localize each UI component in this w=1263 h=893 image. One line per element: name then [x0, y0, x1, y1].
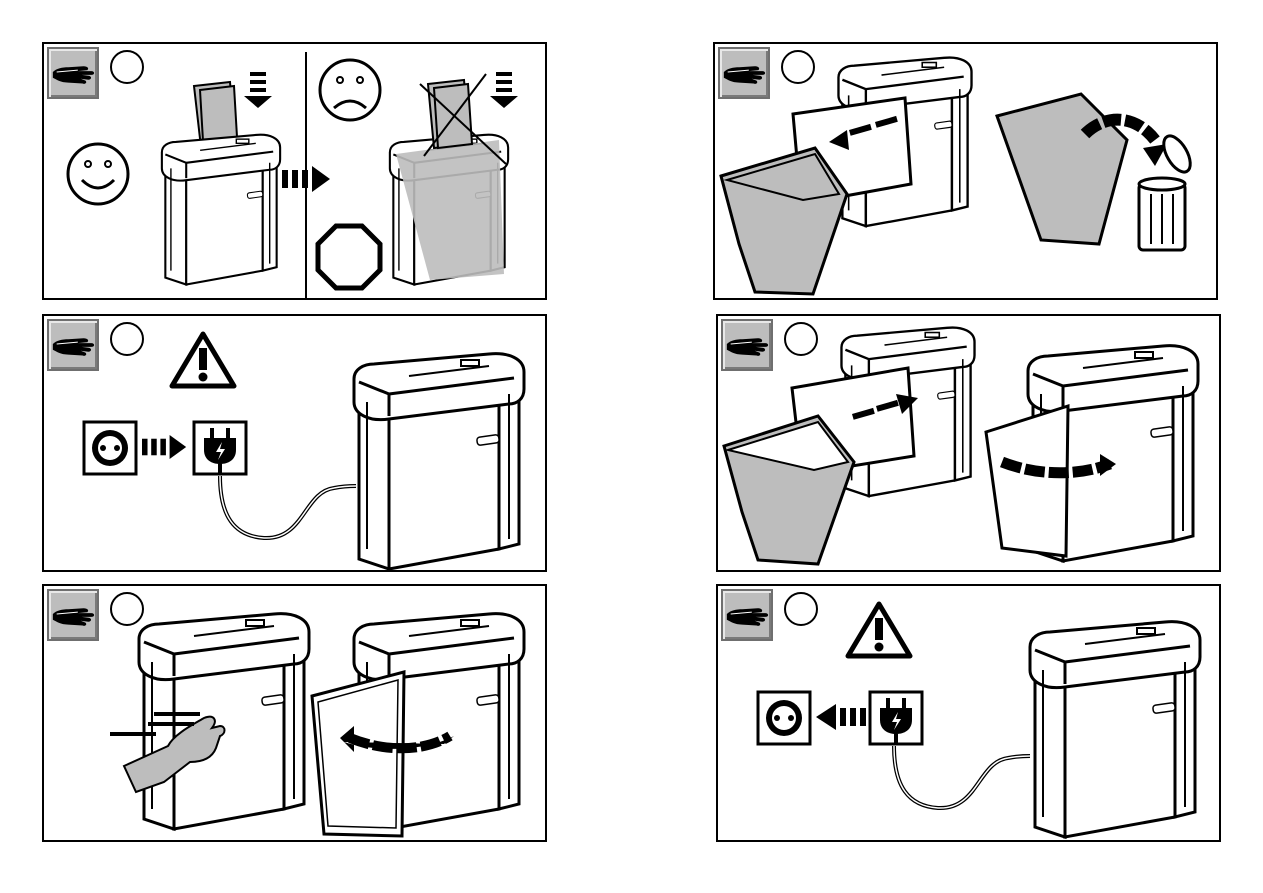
step-panel-3: [42, 584, 547, 842]
power-cord: [894, 746, 1030, 808]
panel-illustration: [44, 44, 547, 300]
warning-triangle-icon: [848, 604, 910, 656]
shredder-icon: [139, 614, 309, 829]
sad-face-icon: [320, 60, 380, 120]
shredder-icon: [162, 135, 280, 285]
arrow-right-icon: [142, 435, 186, 459]
panel-illustration: [44, 316, 547, 572]
power-socket-icon: [84, 422, 136, 474]
step-panel-2: [42, 314, 547, 572]
power-cord: [220, 476, 356, 538]
shredder-icon: [1030, 622, 1200, 837]
stop-octagon-icon: [318, 226, 380, 288]
panel-illustration: [718, 316, 1221, 572]
step-panel-6: [716, 584, 1221, 842]
panel-illustration: [44, 586, 547, 842]
plug-icon: [194, 422, 246, 474]
plug-icon: [870, 692, 922, 744]
smiley-icon: [68, 144, 128, 204]
warning-triangle-icon: [172, 334, 234, 386]
power-socket-icon: [758, 692, 810, 744]
panel-illustration: [718, 586, 1221, 842]
panel-illustration: [715, 44, 1218, 300]
step-panel-4: [713, 42, 1218, 300]
arrow-left-icon: [816, 704, 866, 730]
step-panel-5: [716, 314, 1221, 572]
step-panel-1: [42, 42, 547, 300]
shredder-icon: [354, 354, 524, 569]
